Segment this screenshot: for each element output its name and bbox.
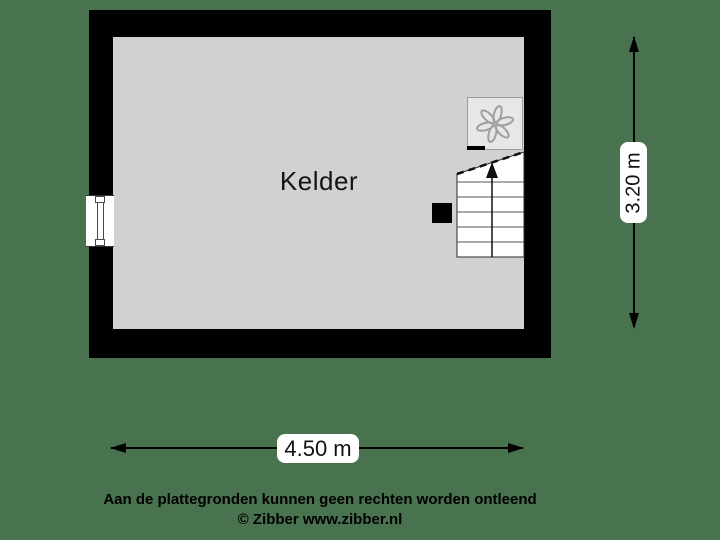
fan-wall-mark <box>467 146 485 150</box>
disclaimer-text: Aan de plattegronden kunnen geen rechten… <box>103 491 537 508</box>
footer: Aan de plattegronden kunnen geen rechten… <box>0 490 640 530</box>
height-dimension-value: 3.20 m <box>622 151 644 214</box>
staircase-icon <box>456 150 525 258</box>
window-sill-bottom <box>95 239 105 246</box>
window-icon <box>86 195 114 247</box>
window-sill-top <box>95 196 105 203</box>
height-dimension-label: 3.20 m <box>620 142 647 223</box>
room-kelder <box>113 37 524 329</box>
chimney-icon <box>432 203 452 223</box>
copyright-text: © Zibber www.zibber.nl <box>237 511 403 528</box>
window-pane <box>96 203 104 239</box>
width-dimension-label: 4.50 m <box>277 434 359 463</box>
stair-direction-arrow <box>486 162 498 178</box>
fan-icon <box>476 105 514 143</box>
room-label: Kelder <box>279 166 359 196</box>
fan-unit <box>467 97 523 150</box>
